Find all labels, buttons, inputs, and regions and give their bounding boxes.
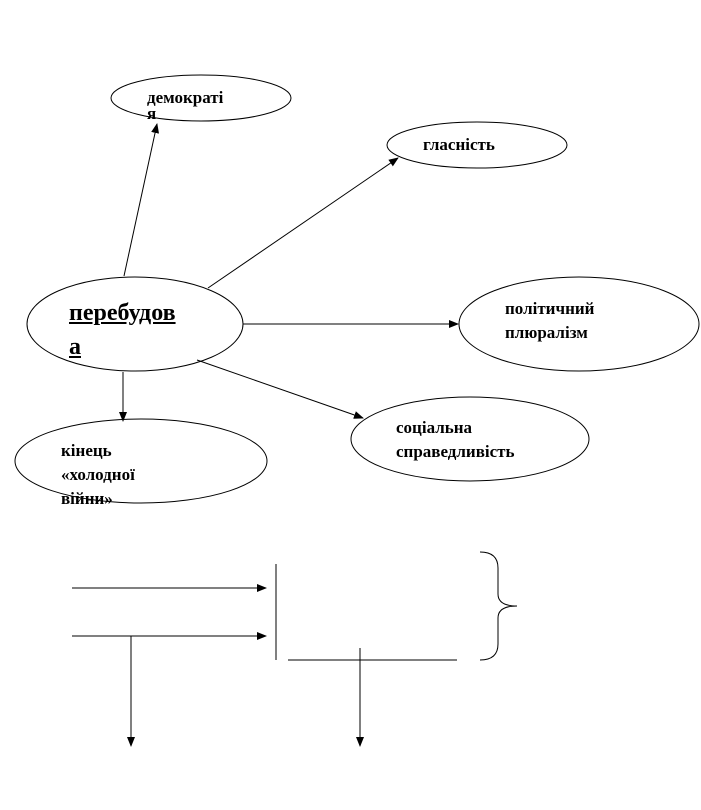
node-glasnost: гласність [423, 133, 495, 157]
node-glasnost-shape [386, 121, 568, 169]
node-glasnost-line1: гласність [423, 135, 495, 154]
node-cold-war-line1: кінець [61, 441, 112, 460]
arrow-to-democracy [123, 123, 159, 277]
curly-brace [479, 551, 518, 661]
arrow-to-glasnost [207, 157, 399, 289]
node-cold-war-line3: війни» [61, 489, 113, 508]
node-justice-line1: соціальна [396, 418, 473, 437]
node-democracy-shape [110, 74, 292, 122]
node-cold-war-line2: «холодної [61, 465, 135, 484]
node-pluralism: політичний плюралізм [505, 297, 594, 345]
node-justice-line2: справедливість [396, 442, 515, 461]
node-pluralism-shape [458, 276, 700, 372]
node-center-line1: перебудов [69, 300, 176, 326]
node-justice: соціальна справедливість [396, 416, 515, 464]
node-democracy-line1: демократі [147, 88, 224, 107]
node-cold-war-shape [14, 418, 268, 504]
node-center-line2: а [69, 334, 81, 360]
node-democracy-line2: я [147, 104, 157, 123]
arrow-to-justice [196, 359, 364, 419]
node-cold-war: кінець «холодної війни» [61, 439, 135, 511]
node-pluralism-line2: плюралізм [505, 323, 588, 342]
node-democracy: демократі я [147, 86, 223, 126]
node-pluralism-line1: політичний [505, 299, 595, 318]
node-justice-shape [350, 396, 590, 482]
node-center: перебудов а [69, 296, 176, 364]
